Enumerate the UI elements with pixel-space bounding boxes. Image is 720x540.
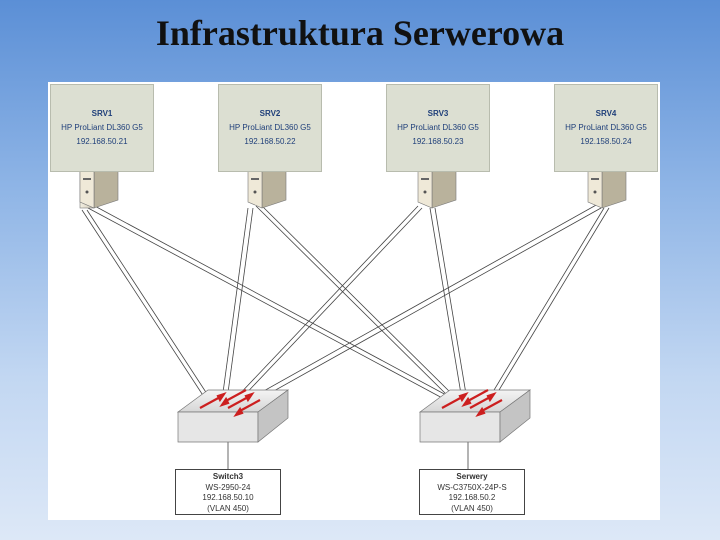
server-model: HP ProLiant DL360 G5	[61, 123, 143, 132]
server-box-srv1: SRV1 HP ProLiant DL360 G5 192.168.50.21	[50, 84, 154, 172]
server-ip: 192.168.50.21	[76, 137, 128, 146]
network-diagram: SRV1 HP ProLiant DL360 G5 192.168.50.21 …	[48, 82, 660, 520]
switch-ip: 192.168.50.2	[448, 493, 496, 502]
link-srv3-switch3	[233, 205, 419, 401]
switch-vlan: (VLAN 450)	[451, 503, 493, 513]
link-srv2-serwery	[255, 205, 453, 401]
slide-title: Infrastruktura Serwerowa	[155, 13, 565, 53]
switch-name: Serwery	[456, 472, 488, 481]
server-box-srv4: SRV4 HP ProLiant DL360 G5 192.158.50.24	[554, 84, 658, 172]
server-name: SRV1	[91, 109, 113, 118]
link-srv1-serwery	[87, 207, 447, 401]
server-box-srv2: SRV2 HP ProLiant DL360 G5 192.168.50.22	[218, 84, 322, 172]
link-srv1-switch3	[81, 209, 207, 401]
link-srv4-serwery	[487, 207, 605, 401]
diagram-canvas	[79, 157, 627, 470]
server-ip: 192.158.50.24	[580, 137, 632, 146]
link-srv4-switch3	[243, 203, 599, 403]
switch-label-serwery: Serwery WS-C3750X-24P-S 192.168.50.2 (VL…	[419, 469, 525, 515]
server-model: HP ProLiant DL360 G5	[565, 123, 647, 132]
switch-model: WS-C3750X-24P-S	[437, 482, 507, 492]
server-model: HP ProLiant DL360 G5	[397, 123, 479, 132]
switch-model: WS-2950-24	[205, 482, 251, 492]
switch-ip: 192.168.50.10	[202, 493, 254, 502]
switch-icon-switch3	[176, 389, 290, 443]
link-srv2-switch3	[221, 207, 249, 401]
server-name: SRV2	[259, 109, 281, 118]
switch-name: Switch3	[212, 472, 244, 481]
link-srv3-serwery	[429, 207, 463, 401]
network-links	[81, 203, 610, 407]
switch-icon-serwery	[418, 389, 532, 443]
server-ip: 192.168.50.22	[244, 137, 296, 146]
server-box-srv3: SRV3 HP ProLiant DL360 G5 192.168.50.23	[386, 84, 490, 172]
switch-label-switch3: Switch3 WS-2950-24 192.168.50.10 (VLAN 4…	[175, 469, 281, 515]
server-model: HP ProLiant DL360 G5	[229, 123, 311, 132]
server-name: SRV3	[427, 109, 449, 118]
switch-vlan: (VLAN 450)	[207, 503, 249, 513]
server-ip: 192.168.50.23	[412, 137, 464, 146]
server-name: SRV4	[595, 109, 617, 118]
